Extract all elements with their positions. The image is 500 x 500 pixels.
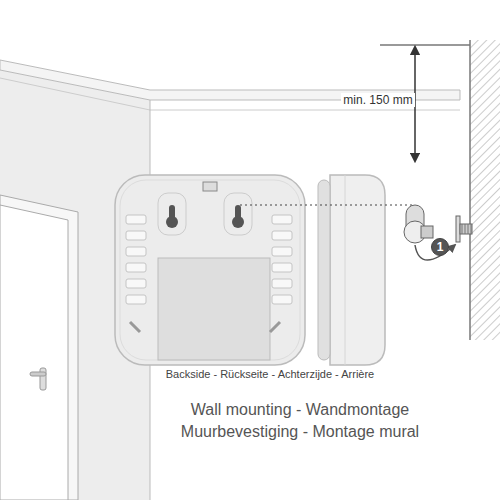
screw-head [456, 216, 460, 242]
view-label: Backside - Rückseite - Achterzijde - Arr… [164, 368, 376, 380]
ceiling-edge [150, 110, 460, 111]
alignment-line [240, 205, 415, 206]
battery-cover [158, 258, 270, 360]
screw-thread [462, 224, 471, 234]
device-side [330, 175, 385, 365]
callout-number: 1 [431, 238, 449, 256]
clip [130, 322, 280, 332]
caption-line: Muurbevestiging - Montage mural [179, 423, 421, 441]
screw-shank [421, 226, 433, 238]
device-rim [120, 180, 300, 360]
callout-text: 1 [437, 241, 444, 253]
seam [345, 175, 346, 365]
vent-slits [126, 215, 292, 304]
door-handle [40, 368, 46, 390]
door-frame [0, 195, 78, 500]
ceiling-line [380, 44, 470, 46]
device-back [115, 175, 305, 365]
door [0, 205, 68, 500]
dimension-label: min. 150 mm [341, 93, 414, 107]
keyhole-slots [166, 205, 244, 228]
ceiling-edge [0, 78, 150, 110]
wall-surface [469, 40, 471, 340]
side-wall [0, 70, 150, 500]
label-window [203, 182, 217, 191]
device-front-cap [318, 180, 330, 360]
slot-recess [158, 193, 186, 235]
door-handle [30, 372, 46, 376]
caption-line: Wall mounting - Wandmontage [189, 401, 411, 419]
slot-recess [224, 193, 252, 235]
screw-shank [460, 224, 472, 234]
wall-section [470, 40, 500, 340]
